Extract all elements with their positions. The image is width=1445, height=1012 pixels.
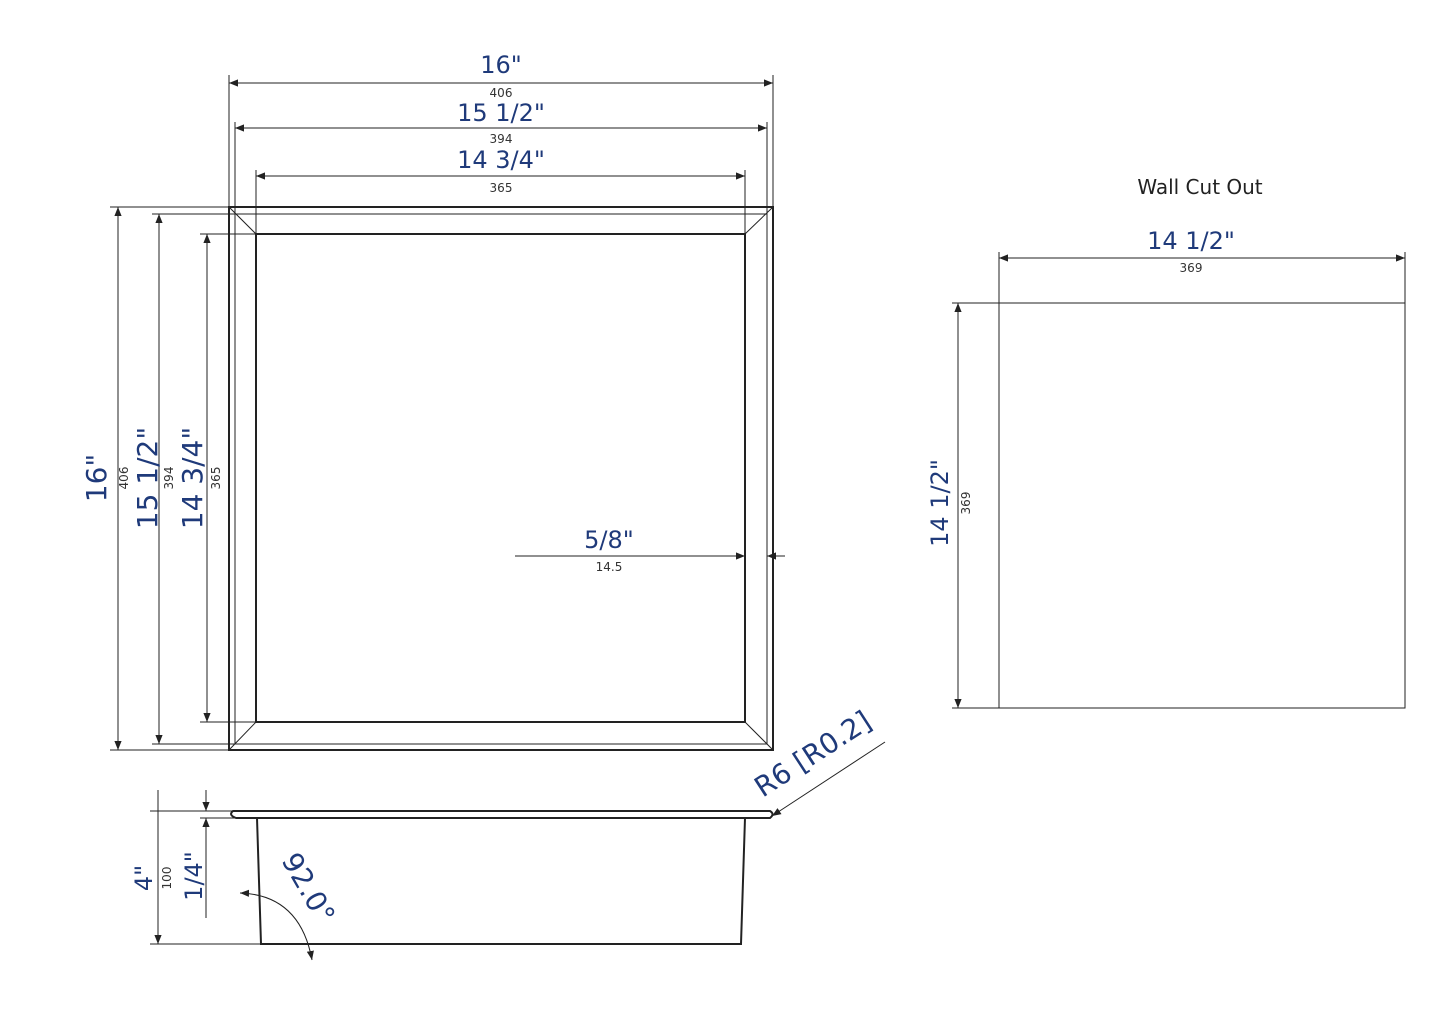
dim-flange-thickness-inch: 1/4"	[180, 851, 208, 901]
dim-angle-label: 92.0°	[275, 847, 342, 930]
dim-height-outer-inch: 16"	[80, 454, 113, 503]
dim-radius: R6 [R0.2]	[748, 704, 886, 817]
dim-width-outer-mm: 406	[490, 86, 513, 100]
dim-width-outer-inch: 16"	[480, 51, 522, 79]
dim-depth-total: 4" 100	[130, 790, 261, 945]
dim-flange-depth-inch: 5/8"	[584, 526, 634, 554]
dim-cutout-width: 14 1/2" 369	[998, 227, 1406, 303]
dim-height-flange-mm: 394	[162, 467, 176, 490]
dim-height-outer: 16" 406	[80, 206, 229, 751]
dim-height-flange: 15 1/2" 394	[131, 213, 235, 745]
dim-depth-total-mm: 100	[160, 867, 174, 890]
dim-cutout-height: 14 1/2" 369	[926, 302, 999, 709]
dim-width-inner-inch: 14 3/4"	[457, 146, 545, 174]
dim-height-inner: 14 3/4" 365	[176, 233, 256, 723]
dim-cutout-height-mm: 369	[959, 492, 973, 515]
dim-cutout-height-inch: 14 1/2"	[926, 459, 954, 547]
dim-width-outer: 16" 406	[228, 51, 774, 207]
dim-flange-depth-mm: 14.5	[596, 560, 623, 574]
front-view: 16" 406 15 1/2" 394 14 3/4" 365 16" 406	[80, 51, 785, 751]
wall-cutout-view: Wall Cut Out 14 1/2" 369 14 1/2" 369	[926, 175, 1406, 709]
niche-inner-opening	[255, 233, 746, 723]
dim-height-flange-inch: 15 1/2"	[131, 427, 164, 529]
dim-width-inner: 14 3/4" 365	[255, 146, 746, 234]
dim-cutout-width-mm: 369	[1180, 261, 1203, 275]
dim-depth-total-inch: 4"	[130, 865, 158, 891]
dim-flange-depth: 5/8" 14.5	[515, 526, 785, 574]
dim-width-flange-inch: 15 1/2"	[457, 99, 545, 127]
side-body	[256, 817, 746, 945]
dim-width-flange: 15 1/2" 394	[234, 99, 768, 214]
dim-cutout-width-inch: 14 1/2"	[1147, 227, 1235, 255]
dim-height-inner-inch: 14 3/4"	[176, 427, 209, 529]
dim-height-inner-mm: 365	[209, 467, 223, 490]
wall-cutout-outline	[998, 302, 1406, 709]
dim-flange-thickness: 1/4"	[180, 790, 236, 918]
wall-cutout-title: Wall Cut Out	[1137, 175, 1262, 199]
dim-height-outer-mm: 406	[117, 467, 131, 490]
dim-width-inner-mm: 365	[490, 181, 513, 195]
niche-flange-edge	[234, 213, 768, 745]
dim-width-flange-mm: 394	[490, 132, 513, 146]
side-view: 4" 100 1/4" 92.0° R6 [R0.2]	[130, 704, 886, 961]
niche-outer-edge	[228, 206, 774, 751]
side-flange	[230, 810, 774, 819]
